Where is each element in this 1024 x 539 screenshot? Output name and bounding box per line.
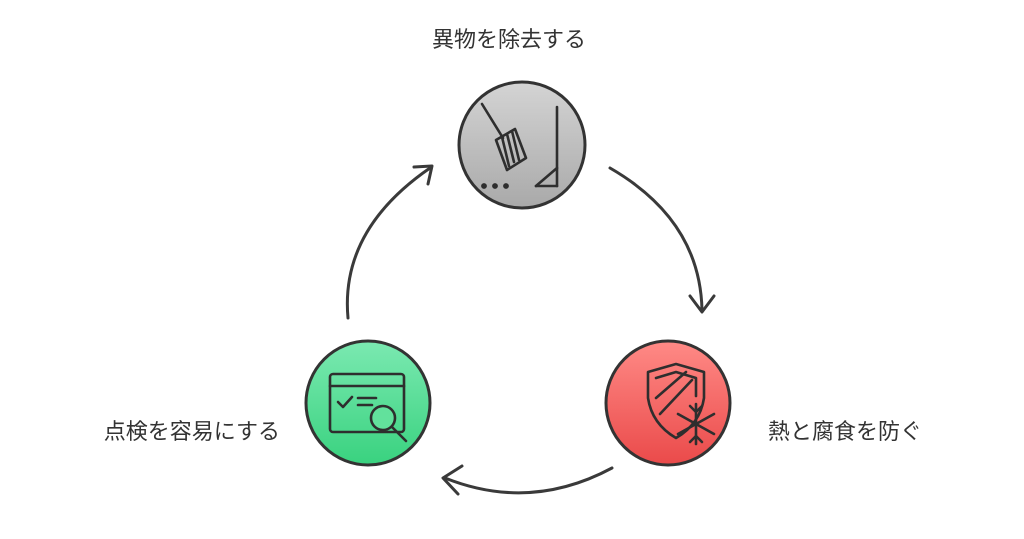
step-label-easy-inspection: 点検を容易にする — [103, 420, 280, 445]
inspection-checklist-icon — [328, 372, 408, 443]
step-node-prevent-heat-corrosion — [604, 339, 732, 467]
step-label-remove-debris: 異物を除去する — [432, 28, 587, 53]
step-label-prevent-heat-corrosion: 熱と腐食を防ぐ — [768, 420, 923, 445]
broom-icon — [480, 102, 559, 189]
step-node-easy-inspection — [304, 339, 432, 467]
step-node-remove-debris — [457, 80, 587, 210]
arrow-left-to-top — [345, 164, 434, 320]
shield-snowflake-icon — [646, 362, 716, 446]
cycle-arrows — [345, 164, 716, 496]
arrow-top-to-right — [608, 166, 716, 314]
arrow-right-to-left — [441, 464, 614, 496]
